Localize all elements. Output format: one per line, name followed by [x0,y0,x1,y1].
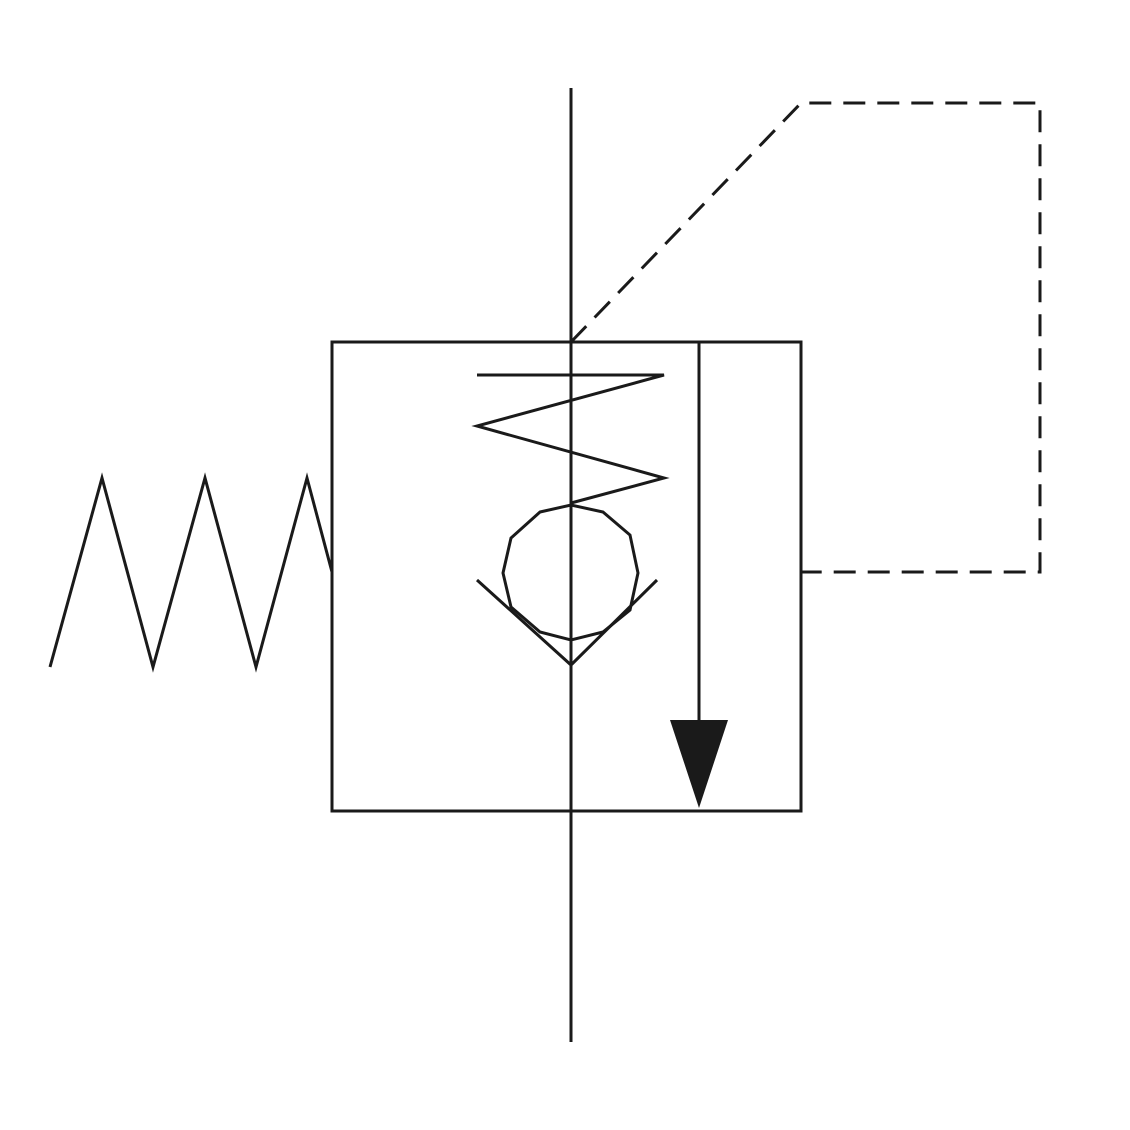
closing-spring [471,373,670,505]
adjustable-spring [48,472,334,673]
flow-arrow-head-icon [670,720,728,808]
pilot-line [569,101,1042,574]
valve-seat [475,578,659,668]
valve-body [330,340,803,813]
